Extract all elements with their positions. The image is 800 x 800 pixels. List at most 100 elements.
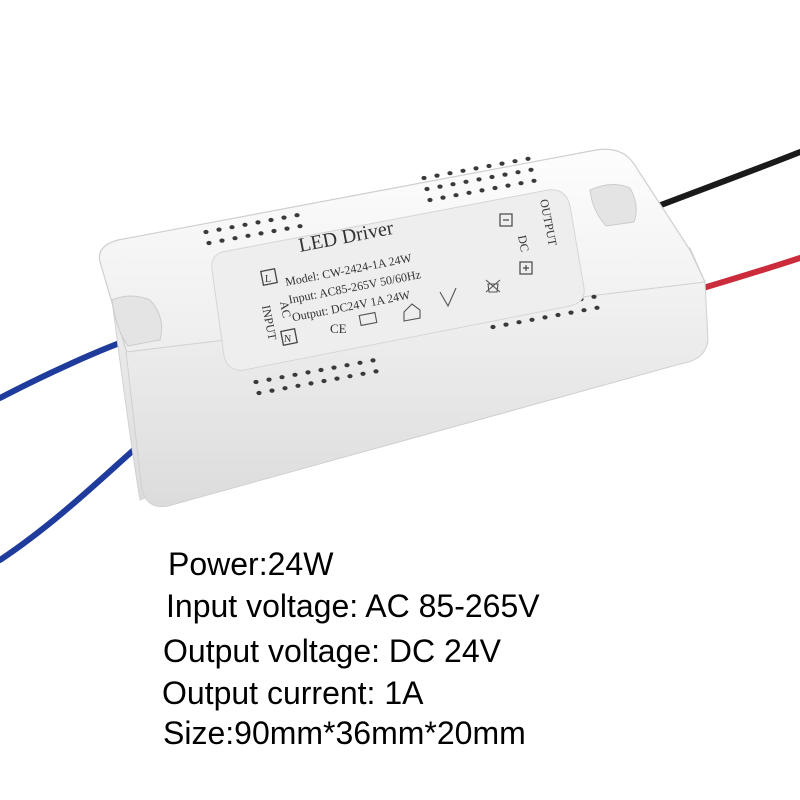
- indoor-use-icon: [403, 303, 421, 322]
- vent-hole: [245, 233, 251, 238]
- spec-power: Power:24W: [168, 546, 334, 582]
- vent-hole: [203, 229, 209, 235]
- vent-hole: [529, 317, 535, 322]
- vent-hole: [440, 195, 446, 200]
- vent-hole: [476, 177, 482, 182]
- vent-hole: [421, 175, 427, 181]
- vent-hole: [256, 390, 262, 396]
- vent-hole: [295, 383, 301, 388]
- terminal-n-label: N: [284, 334, 291, 345]
- spec-output-voltage: Output voltage: DC 24V: [163, 633, 501, 669]
- vent-hole: [206, 240, 212, 246]
- vent-hole: [282, 386, 288, 391]
- vent-hole: [463, 179, 469, 184]
- vent-hole: [531, 178, 537, 183]
- spec-input-voltage: Input voltage: AC 85-265V: [166, 588, 540, 624]
- vent-hole: [555, 312, 561, 318]
- vent-hole: [505, 183, 511, 188]
- vent-hole: [427, 197, 433, 203]
- vent-hole: [479, 188, 485, 193]
- vent-hole: [473, 166, 479, 171]
- vent-hole: [331, 365, 337, 370]
- vent-hole: [581, 308, 587, 313]
- vent-hole: [528, 167, 534, 172]
- vent-hole: [499, 161, 505, 166]
- insulation-mark-icon: [358, 311, 378, 327]
- vent-hole: [424, 186, 430, 192]
- vent-hole: [460, 168, 466, 173]
- vent-hole: [269, 388, 275, 393]
- vent-hole: [542, 315, 548, 320]
- vent-hole: [518, 181, 524, 186]
- vent-hole: [253, 379, 259, 385]
- vent-hole: [232, 236, 238, 241]
- label-panel: [211, 189, 585, 371]
- vent-hole: [271, 228, 277, 234]
- vent-hole: [216, 227, 222, 232]
- vent-hole: [284, 226, 290, 231]
- vent-hole: [512, 159, 518, 164]
- vent-hole: [344, 363, 350, 368]
- vent-hole: [360, 371, 366, 376]
- vent-hole: [279, 375, 285, 380]
- terminal-l-box: [260, 268, 278, 286]
- vent-hole: [503, 322, 509, 327]
- temperature-mark-icon: [439, 287, 457, 308]
- output-minus-box: [499, 213, 513, 227]
- vent-hole: [266, 377, 272, 382]
- vent-hole: [255, 220, 261, 225]
- vent-hole: [370, 358, 376, 363]
- disposal-mark-icon: [485, 279, 501, 293]
- terminal-l-label: L: [265, 274, 271, 285]
- vent-hole: [258, 231, 264, 236]
- output-plus-box: [519, 261, 533, 275]
- vent-hole: [437, 184, 443, 189]
- vent-hole: [229, 225, 235, 230]
- vent-hole: [502, 172, 508, 177]
- product-label: LED Driver Model: CW-2424-1A 24W Input: …: [211, 189, 585, 371]
- vent-hole: [357, 360, 363, 365]
- vent-hole: [321, 378, 327, 384]
- vent-hole: [486, 163, 492, 169]
- vent-hole: [297, 224, 303, 229]
- left-wire-notch: [111, 295, 163, 347]
- vent-hole: [242, 222, 248, 227]
- vent-hole: [594, 305, 600, 310]
- blue-wire-lower: [0, 437, 148, 563]
- vent-hole: [591, 294, 597, 299]
- vent-hole: [347, 374, 353, 379]
- terminal-n-box: [280, 328, 298, 346]
- vent-hole: [453, 193, 459, 198]
- vent-hole: [373, 369, 379, 374]
- vent-hole: [489, 174, 495, 180]
- label-input-side: INPUT: [259, 304, 280, 342]
- vent-hole: [450, 182, 456, 187]
- vent-hole: [281, 215, 287, 220]
- red-wire: [687, 255, 800, 295]
- vent-hole: [294, 213, 300, 218]
- label-dc: DC: [515, 234, 532, 253]
- label-ac: AC: [277, 300, 294, 319]
- vent-hole: [568, 310, 574, 315]
- vent-hole: [292, 372, 298, 377]
- output-plus-sign: [523, 265, 529, 271]
- vent-hole: [516, 320, 522, 325]
- vent-hole: [305, 370, 311, 375]
- blue-wire-upper: [0, 337, 131, 401]
- vent-hole: [334, 376, 340, 381]
- vent-hole: [268, 217, 274, 223]
- spec-size: Size:90mm*36mm*20mm: [163, 715, 526, 751]
- vent-hole: [447, 171, 453, 176]
- ce-mark: CE: [330, 321, 347, 336]
- vent-hole: [318, 367, 324, 373]
- vent-hole: [466, 190, 472, 195]
- right-wire-notch: [589, 184, 637, 227]
- vent-hole: [308, 381, 314, 386]
- spec-output-current: Output current: 1A: [162, 675, 424, 711]
- vent-hole: [525, 156, 531, 161]
- vent-hole: [490, 324, 496, 330]
- vent-hole: [492, 185, 498, 191]
- vent-hole: [219, 238, 225, 243]
- vent-hole: [434, 173, 440, 178]
